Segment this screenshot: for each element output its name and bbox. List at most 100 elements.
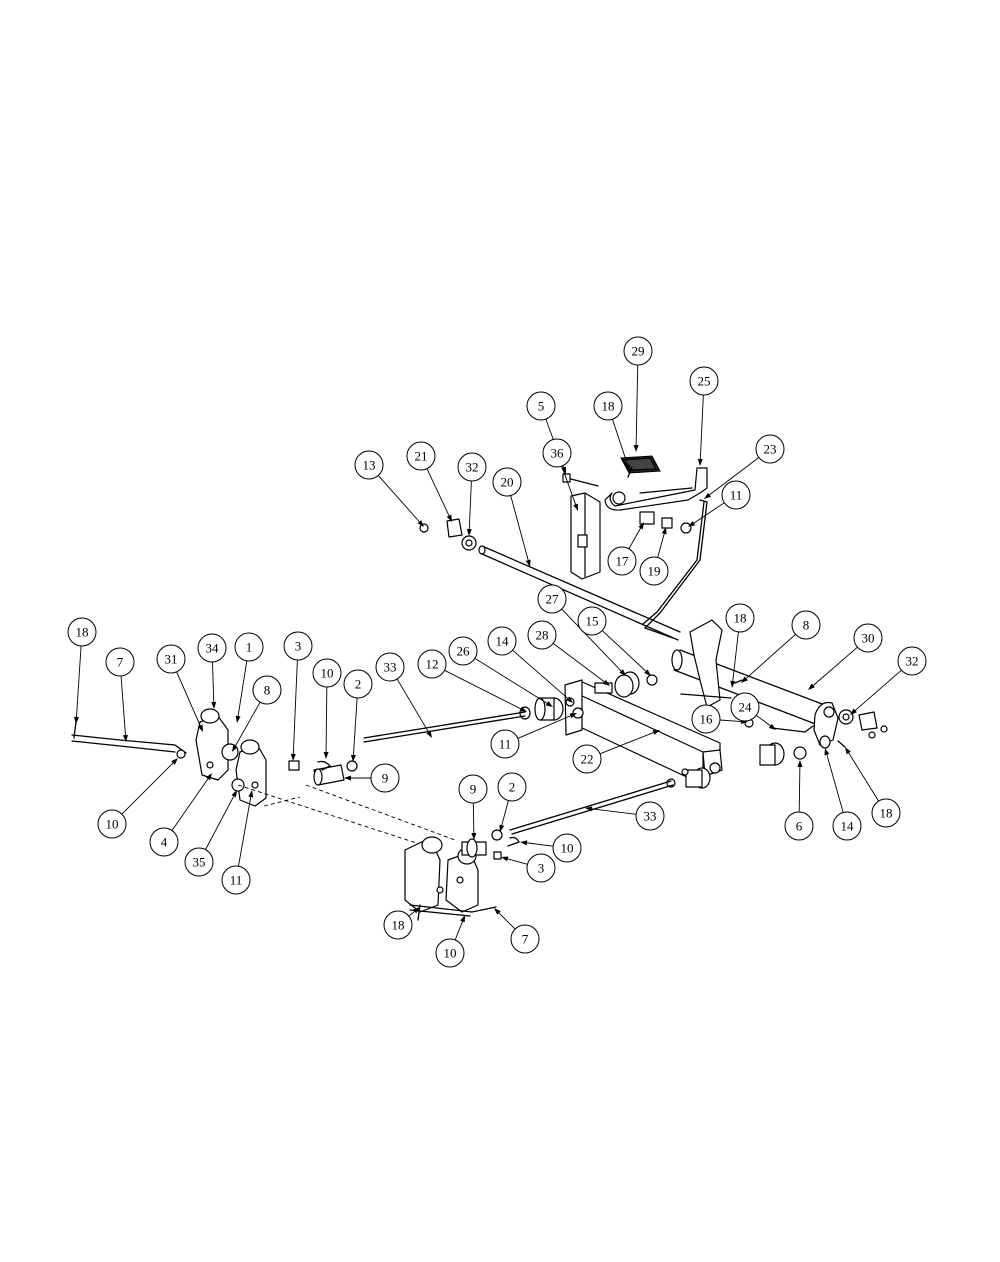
leader-line (444, 669, 523, 711)
leader-line (325, 686, 328, 755)
leader-line (744, 633, 796, 681)
callout-c10a: 10 (312, 658, 342, 688)
callout-c9b: 9 (458, 774, 488, 804)
callout-c7b: 7 (510, 924, 540, 954)
callout-c17: 17 (607, 546, 637, 576)
svg-text:30: 30 (862, 631, 875, 646)
svg-text:18: 18 (602, 399, 615, 414)
svg-text:16: 16 (700, 712, 714, 727)
svg-text:22: 22 (581, 752, 594, 767)
svg-text:13: 13 (363, 458, 376, 473)
leader-line (847, 751, 879, 802)
svg-text:25: 25 (698, 374, 711, 389)
leader-line (468, 480, 472, 532)
leader-line (512, 649, 570, 701)
svg-text:11: 11 (499, 737, 512, 752)
leader-arrowhead (525, 559, 531, 567)
leader-arrowhead (446, 514, 452, 522)
leader-arrowhead (519, 706, 527, 712)
callout-c7a: 7 (105, 647, 135, 677)
callout-c3a: 3 (283, 631, 313, 661)
callout-c8a: 8 (791, 610, 821, 640)
leader-arrowhead (344, 775, 351, 781)
leader-arrowhead (768, 723, 776, 730)
leader-arrowhead (652, 730, 660, 735)
svg-text:28: 28 (536, 628, 549, 643)
leader-line (426, 468, 451, 518)
svg-text:2: 2 (509, 780, 516, 795)
svg-text:33: 33 (644, 809, 657, 824)
leader-arrowhead (644, 669, 651, 676)
leader-line (853, 669, 902, 713)
callout-c29: 29 (623, 336, 653, 366)
svg-text:36: 36 (551, 446, 565, 461)
svg-text:32: 32 (466, 460, 479, 475)
leader-line (524, 842, 554, 847)
leader-arrowhead (545, 701, 553, 707)
leader-arrowhead (248, 790, 254, 798)
part-left-assembly (71, 708, 433, 849)
callout-c9a: 9 (370, 763, 400, 793)
leader-line (238, 794, 252, 867)
leader-arrowhead (460, 915, 465, 923)
leader-arrowhead (585, 806, 593, 812)
leader-arrowhead (417, 520, 424, 527)
leader-lines (73, 364, 902, 941)
svg-text:20: 20 (501, 475, 514, 490)
svg-text:18: 18 (76, 625, 89, 640)
svg-text:2: 2 (355, 677, 362, 692)
leader-line (561, 466, 577, 507)
svg-text:14: 14 (496, 634, 510, 649)
svg-text:23: 23 (764, 442, 777, 457)
part-rod-33-upper (363, 711, 526, 739)
callout-c28: 28 (527, 620, 557, 650)
svg-text:10: 10 (444, 946, 457, 961)
leader-arrowhead (73, 716, 79, 724)
leader-line (234, 701, 261, 748)
svg-text:18: 18 (392, 918, 405, 933)
leader-arrowhead (520, 840, 528, 846)
leader-line (657, 531, 666, 558)
part-center-assembly (404, 829, 520, 921)
svg-text:15: 15 (586, 614, 599, 629)
leader-arrowhead (850, 708, 857, 715)
leader-line (755, 714, 773, 728)
leader-arrowhead (845, 747, 851, 755)
svg-text:9: 9 (470, 782, 477, 797)
leader-arrowhead (205, 773, 212, 781)
svg-text:3: 3 (295, 639, 302, 654)
svg-text:11: 11 (230, 873, 243, 888)
leader-line (612, 419, 629, 468)
svg-text:27: 27 (546, 592, 560, 607)
leader-line (352, 697, 358, 758)
svg-text:6: 6 (796, 819, 803, 834)
svg-text:18: 18 (734, 611, 747, 626)
leader-arrowhead (471, 832, 477, 840)
leader-arrowhead (566, 696, 573, 703)
callout-c3b: 3 (526, 853, 556, 883)
callout-c18a: 18 (593, 391, 623, 421)
part-drawings (71, 455, 888, 921)
leader-line (707, 457, 760, 497)
svg-text:8: 8 (803, 618, 810, 633)
leader-line (635, 364, 639, 448)
callout-c27: 27 (537, 584, 567, 614)
leader-arrowhead (197, 724, 203, 732)
leader-line (732, 631, 739, 684)
svg-text:11: 11 (730, 488, 743, 503)
leader-line (719, 719, 744, 723)
leader-arrowhead (494, 908, 501, 915)
leader-arrowhead (426, 730, 432, 738)
leader-line (176, 671, 202, 728)
svg-text:31: 31 (165, 652, 178, 667)
callout-c36: 36 (542, 438, 572, 468)
leader-line (474, 658, 549, 705)
leader-arrowhead (501, 856, 509, 862)
leader-arrowhead (730, 680, 736, 688)
callout-c23: 23 (755, 434, 785, 464)
svg-text:5: 5 (538, 399, 545, 414)
leader-arrowhead (661, 527, 667, 535)
leader-arrowhead (633, 444, 639, 452)
callout-c16: 16 (691, 704, 721, 734)
leader-line (121, 761, 175, 815)
